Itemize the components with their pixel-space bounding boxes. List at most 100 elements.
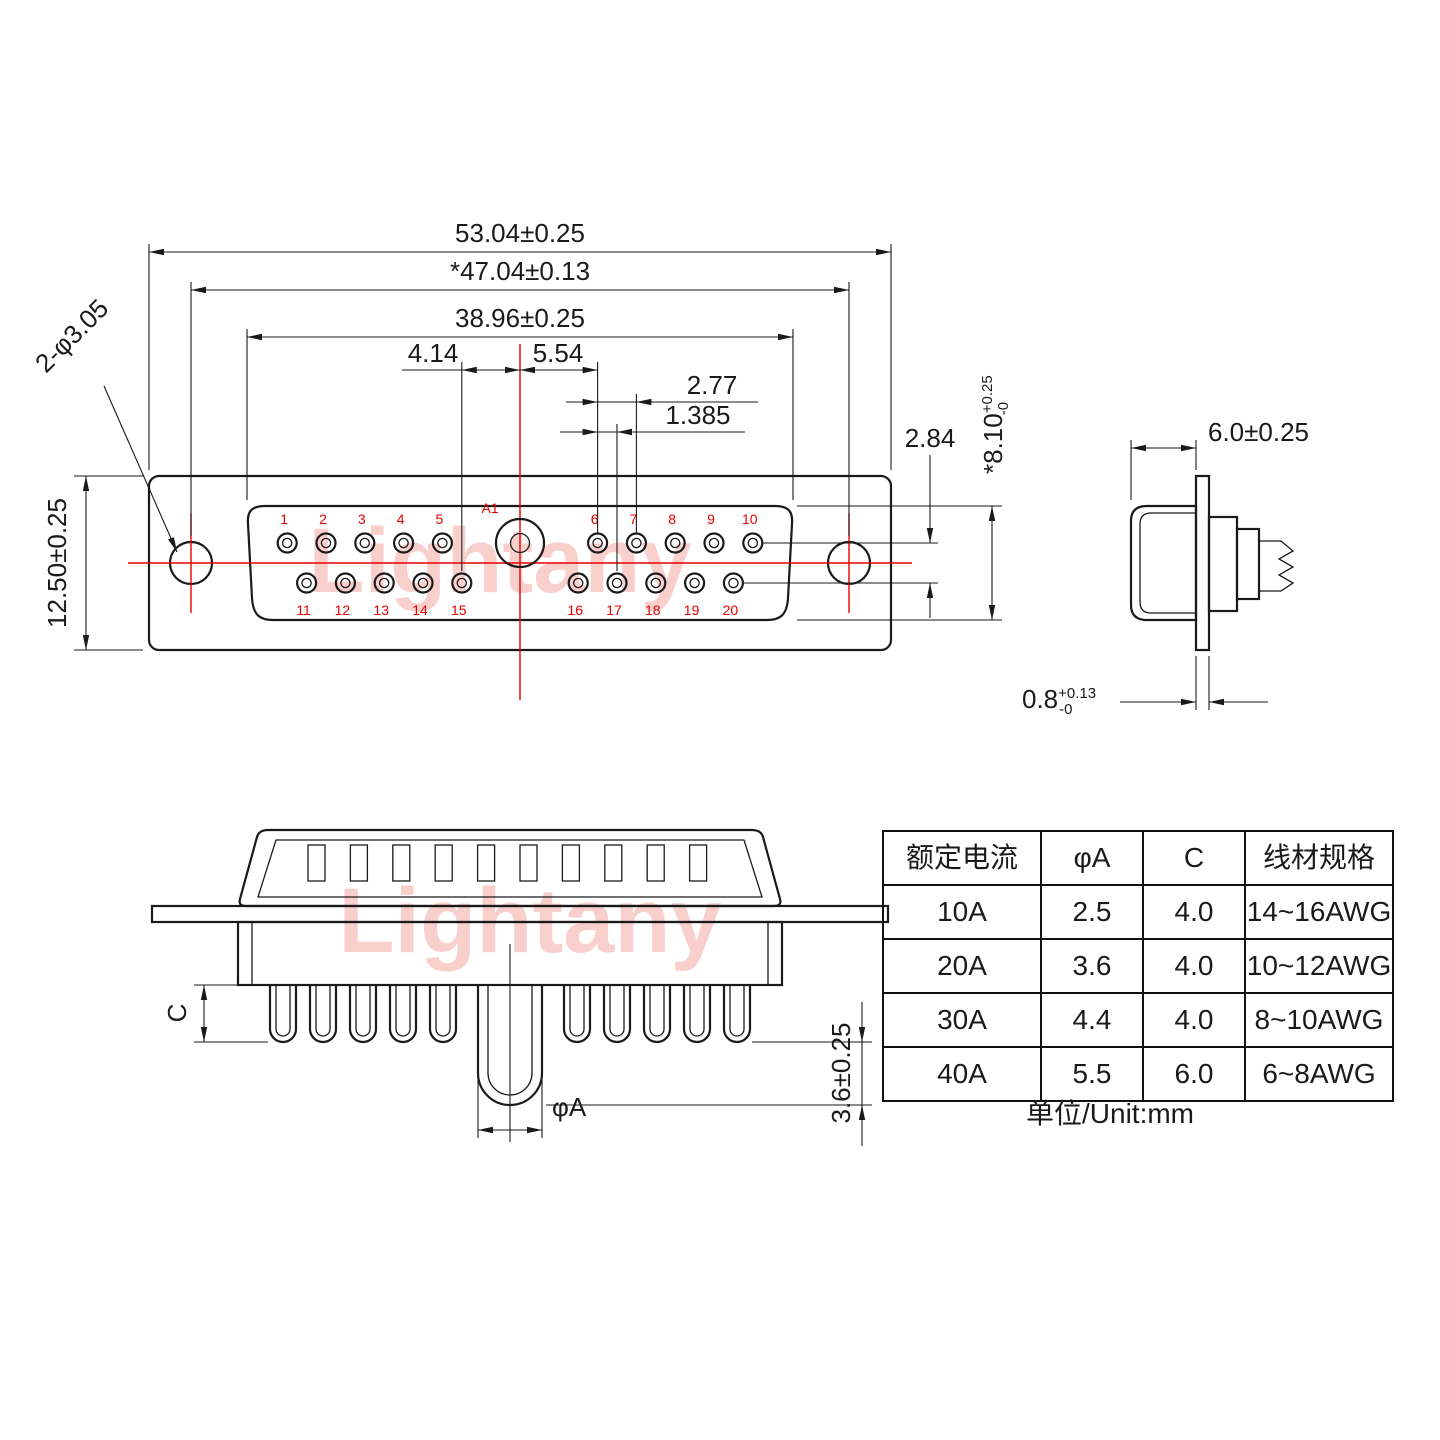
pin-number: 10: [742, 511, 758, 527]
dim-label: 2-φ3.05: [29, 293, 114, 378]
solder-cup-inner: [689, 985, 705, 1037]
side-shell-outline: [1129, 504, 1198, 622]
spec-table-cell: 8~10AWG: [1246, 994, 1394, 1048]
spec-table-cell: 40A: [884, 1048, 1042, 1102]
side-view: 6.0±0.25 0.8+0.13-0: [1022, 417, 1309, 718]
rear-slot: [434, 844, 453, 882]
pin-number: A1: [481, 500, 498, 516]
pin-number: 11: [296, 602, 311, 618]
solder-cup-inner: [315, 985, 331, 1037]
pin-number: 12: [335, 602, 351, 618]
rear-slot: [519, 844, 538, 882]
solder-cup-inner: [729, 985, 745, 1037]
solder-cup-outer: [682, 985, 712, 1044]
dim-shell-depth: 6.0±0.25: [1130, 417, 1309, 500]
dim-label: 4.14: [408, 338, 459, 368]
dim-label-part: -0: [995, 402, 1012, 415]
pin-outer: [431, 532, 453, 554]
pin-outer: [412, 572, 434, 594]
spec-table-cell: 20A: [884, 940, 1042, 994]
pin-inner: [747, 537, 759, 549]
side-flange: [1194, 474, 1211, 652]
dim-shell-width: 38.96±0.25: [246, 303, 794, 500]
dim-label: *8.10+0.25-0: [978, 375, 1012, 474]
dim-label-part: +0.13: [1058, 685, 1096, 702]
dim-big-pin-diameter: φA: [477, 1080, 587, 1138]
pin-outer: [645, 572, 667, 594]
shell-outline: [246, 504, 794, 622]
side-shell-inner: [1139, 512, 1196, 614]
pin-outer: [354, 532, 376, 554]
solder-cup-inner: [649, 985, 665, 1037]
spec-table-cell: 6.0: [1144, 1048, 1246, 1102]
dim-label-part: *8.10: [978, 413, 1008, 474]
solder-cup-inner: [275, 985, 291, 1037]
dim-label: 5.54: [533, 338, 584, 368]
dim-flange-height: 12.50±0.25: [42, 475, 143, 651]
dim-label: 2.84: [905, 423, 956, 453]
spec-table-cell: 30A: [884, 994, 1042, 1048]
side-rear-step: [1235, 527, 1261, 601]
dim-row-spacing: 2.84: [744, 423, 955, 618]
unit-note: 单位/Unit:mm: [1026, 1098, 1195, 1129]
pin-outer: [334, 572, 356, 594]
solder-cup-inner: [355, 985, 371, 1037]
spec-table-cell: 2.5: [1042, 886, 1144, 940]
pin-number: 5: [436, 511, 444, 527]
side-rear-body: [1207, 515, 1239, 613]
pin-a1-inner: [509, 532, 531, 554]
solder-cup-outer: [268, 985, 298, 1044]
rear-slot: [646, 844, 665, 882]
pin-outer: [296, 572, 318, 594]
spec-table-cell: 3.6: [1042, 940, 1144, 994]
pin-number: 14: [412, 602, 428, 618]
pin-inner: [417, 577, 429, 589]
pin-inner: [728, 577, 739, 589]
dim-cup-protrusion: 3.6±0.25: [546, 1002, 872, 1146]
pin-inner: [611, 577, 623, 589]
solder-cup-outer: [642, 985, 672, 1044]
solder-cup-outer: [428, 985, 458, 1044]
solder-cups: [268, 985, 752, 1044]
pin-outer: [451, 572, 473, 594]
pin-outer: [373, 572, 395, 594]
solder-cup-inner: [395, 985, 411, 1037]
spec-table-cell: 5.5: [1042, 1048, 1144, 1102]
dim-shell-height: *8.10+0.25-0: [797, 375, 1012, 621]
pin-number: 15: [451, 602, 467, 618]
dim-label: C: [162, 1004, 192, 1023]
pin-number: 16: [567, 602, 583, 618]
rear-slot: [476, 844, 496, 882]
dim-label: 3.6±0.25: [826, 1022, 856, 1123]
dim-label: φA: [552, 1092, 587, 1122]
pin-a1-outer: [494, 517, 546, 569]
rear-slot: [688, 844, 708, 882]
pin-inner: [631, 537, 642, 549]
pin-number: 1: [280, 511, 288, 527]
spec-table-cell: 10~12AWG: [1246, 940, 1394, 994]
rear-slot: [392, 844, 411, 882]
spec-table-cell: 4.0: [1144, 994, 1246, 1048]
pin-outer: [586, 532, 609, 554]
pin-inner: [301, 577, 312, 589]
solder-cup-outer: [562, 985, 592, 1044]
solder-cup-outer: [348, 985, 378, 1044]
pin-number: 17: [606, 602, 622, 618]
pin-outer: [722, 572, 745, 594]
pin-inner: [398, 537, 409, 549]
pin-outer: [606, 572, 628, 594]
dim-pitch-center: 4.14 5.54: [402, 338, 599, 571]
pin-outer: [742, 532, 764, 554]
dim-hole-span: *47.04±0.13: [190, 256, 850, 536]
spec-table-cell: 4.4: [1042, 994, 1144, 1048]
spec-table-cell: 10A: [884, 886, 1042, 940]
rear-slot: [307, 844, 326, 882]
pin-outer: [393, 532, 415, 554]
pin-outer: [625, 532, 648, 554]
watermark-text: Lightany: [308, 510, 691, 612]
dim-label: 12.50±0.25: [42, 498, 72, 628]
